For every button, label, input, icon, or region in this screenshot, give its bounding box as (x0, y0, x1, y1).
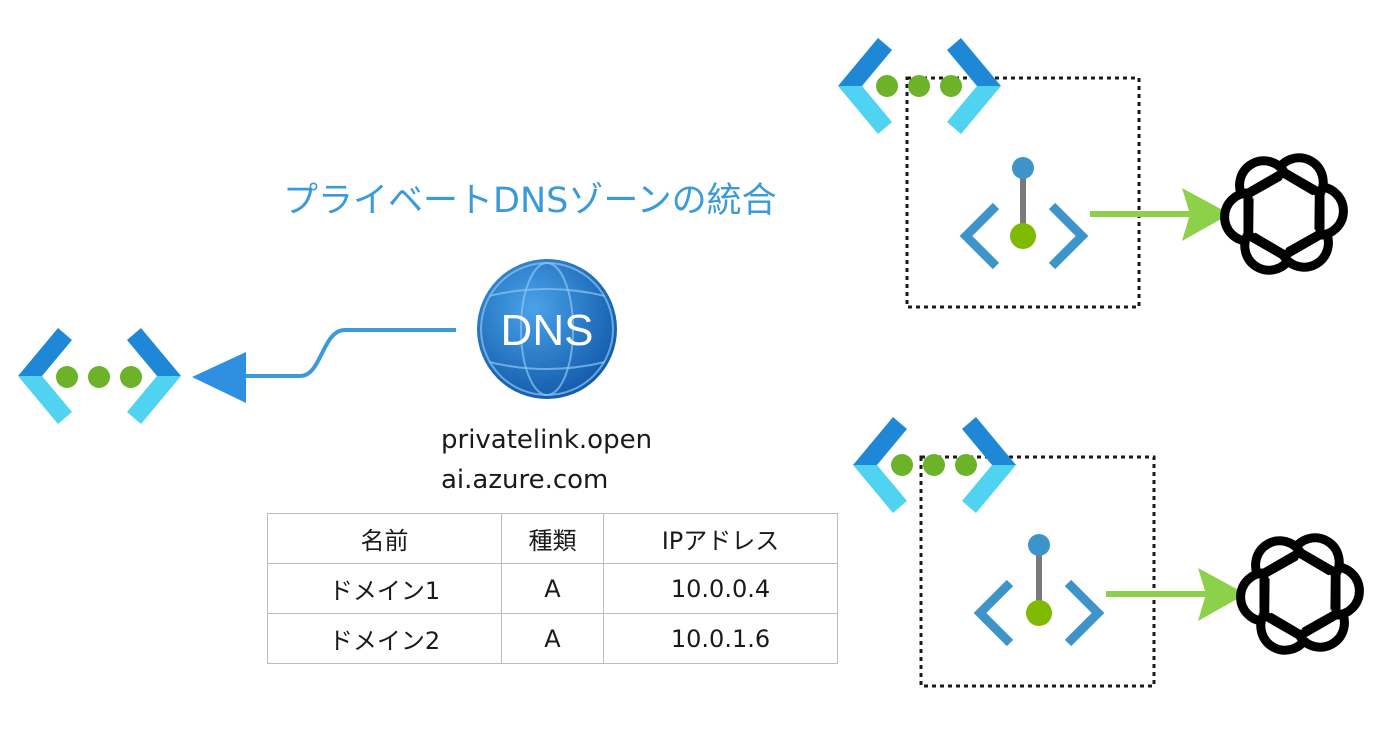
subnet-box-top (905, 76, 1141, 309)
dns-zone-name-line-2: ai.azure.com (441, 465, 609, 495)
openai-icon-top (1220, 153, 1348, 275)
dns-zone-name: privatelink.open ai.azure.com (441, 420, 652, 500)
endpoint-group-top (838, 38, 1348, 309)
vnet-icon-left (18, 328, 181, 424)
private-endpoint-icon-bottom (973, 534, 1105, 647)
dns-zone-name-line-1: privatelink.open (441, 425, 653, 455)
column-header-ip: IPアドレス (603, 513, 838, 564)
record-type: A (501, 613, 604, 664)
column-header-type: 種類 (501, 513, 604, 564)
table-header-row: 名前 種類 IPアドレス (267, 513, 838, 564)
vnet-icon-bottom (853, 417, 1016, 513)
column-header-name: 名前 (267, 513, 502, 564)
connection-arrow-bottom (1106, 568, 1246, 621)
table-row: ドメイン1 A 10.0.0.4 (267, 563, 838, 614)
connection-arrow-top (1090, 188, 1230, 241)
vnet-icon-top (838, 38, 1001, 134)
record-ip: 10.0.1.6 (603, 613, 838, 664)
dns-icon-label: DNS (501, 306, 594, 355)
dns-records-table: 名前 種類 IPアドレス ドメイン1 A 10.0.0.4 ドメイン2 A 10… (267, 513, 838, 664)
record-name: ドメイン2 (267, 613, 502, 664)
endpoint-group-bottom (853, 417, 1364, 688)
link-arrow (192, 328, 456, 403)
diagram-title: プライベートDNSゾーンの統合 (283, 181, 777, 221)
table-row: ドメイン2 A 10.0.1.6 (267, 613, 838, 664)
subnet-box-bottom (919, 455, 1156, 688)
record-name: ドメイン1 (267, 563, 502, 614)
record-ip: 10.0.0.4 (603, 563, 838, 614)
private-endpoint-icon-top (959, 157, 1089, 270)
dns-zone-icon: DNS (477, 259, 617, 399)
record-type: A (501, 563, 604, 614)
openai-icon-bottom (1236, 533, 1364, 655)
